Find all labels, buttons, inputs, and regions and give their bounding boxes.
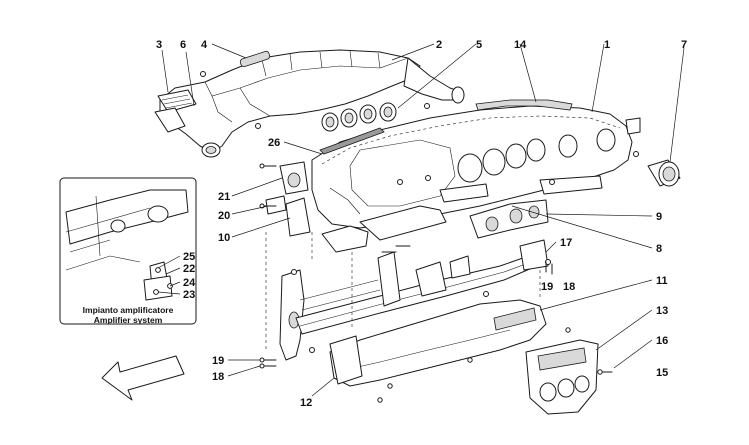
- callout-7: 7: [681, 39, 687, 51]
- callout-19-right: 19: [541, 281, 553, 293]
- callout-12: 12: [300, 397, 312, 409]
- callout-labels: 3 6 4 2 5 14 1 7 26 21 20 10 9 8 17 19 1…: [83, 39, 687, 409]
- lower-trim-panels: [259, 261, 613, 415]
- callout-19-left: 19: [212, 355, 224, 367]
- callout-20: 20: [218, 210, 230, 222]
- callout-13: 13: [656, 305, 668, 317]
- callout-3: 3: [156, 39, 162, 51]
- callout-9: 9: [656, 211, 662, 223]
- inset-title-english: Amplifier system: [94, 315, 163, 325]
- dashboard-upper-panel: [311, 99, 641, 229]
- callout-2: 2: [436, 39, 442, 51]
- callout-11: 11: [656, 275, 668, 287]
- center-brackets: [259, 161, 549, 253]
- leader-lines: [157, 43, 685, 397]
- callout-4: 4: [201, 39, 208, 51]
- callout-23: 23: [183, 289, 195, 301]
- callout-24: 24: [183, 277, 196, 289]
- part-7-cylinder: [647, 159, 681, 187]
- alignment-lines: [265, 232, 541, 352]
- callout-21: 21: [218, 191, 230, 203]
- callout-8: 8: [656, 243, 662, 255]
- amplifier-inset: [59, 177, 197, 325]
- callout-25: 25: [183, 251, 195, 263]
- callout-18-right: 18: [563, 281, 575, 293]
- outline-arrow-icon: [101, 355, 185, 401]
- callout-1: 1: [604, 39, 610, 51]
- callout-15: 15: [656, 367, 668, 379]
- callout-26: 26: [268, 137, 280, 149]
- callout-10: 10: [218, 232, 230, 244]
- callout-14: 14: [514, 39, 527, 51]
- inset-title-italian: Impianto amplificatore: [83, 305, 174, 315]
- callout-16: 16: [656, 335, 668, 347]
- callout-5: 5: [476, 39, 482, 51]
- callout-17: 17: [560, 237, 572, 249]
- callout-18-left: 18: [212, 371, 224, 383]
- callout-6: 6: [180, 39, 186, 51]
- callout-22: 22: [183, 263, 195, 275]
- crossbeam-structure: [279, 239, 551, 361]
